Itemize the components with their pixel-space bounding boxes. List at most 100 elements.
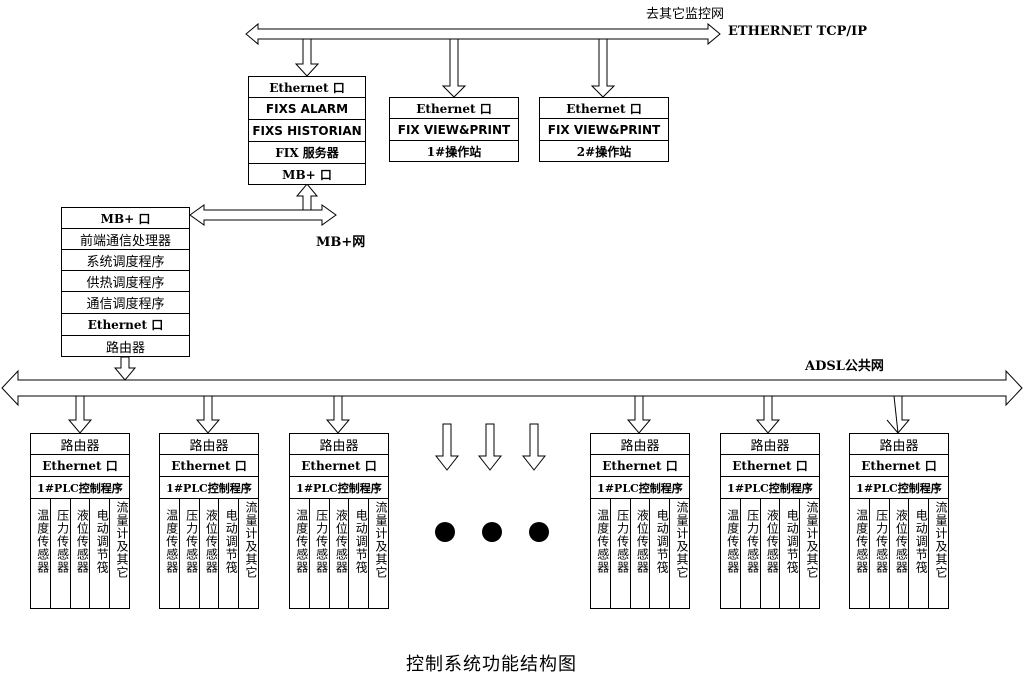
level-sensor: 液位传感器 <box>761 499 781 608</box>
level-sensor: 液位传感器 <box>330 499 350 608</box>
adsl-net-label: ADSL公共网 <box>805 359 884 374</box>
plc-unit-2: 路由器 Ethernet 口 1#PLC控制程序 温度传感器 压力传感器 液位传… <box>159 433 259 609</box>
temperature-sensor: 温度传感器 <box>290 499 310 608</box>
electric-valve: 电动调节筏 <box>780 499 801 608</box>
station1-label: 1#操作站 <box>426 145 482 159</box>
unit3-drop-arrow <box>325 395 351 434</box>
station2-drop-arrow <box>590 38 616 98</box>
pressure-sensor: 压力传感器 <box>180 499 200 608</box>
plc6-router: 路由器 <box>850 434 948 455</box>
top-net-protocol-label: ETHERNET TCP/IP <box>728 24 867 39</box>
plc4-program: 1#PLC控制程序 <box>591 477 689 499</box>
plc3-router: 路由器 <box>290 434 388 455</box>
server-fixs-historian: FIXS HISTORIAN <box>249 120 365 142</box>
frontend-router: 路由器 <box>105 341 145 356</box>
mbplus-net-label: MB+网 <box>316 235 366 250</box>
frontend-mbplus-port: MB+ 口 <box>62 208 189 229</box>
flowmeter-other: 流量计及其它 <box>933 501 948 579</box>
plc-unit-5: 路由器 Ethernet 口 1#PLC控制程序 温度传感器 压力传感器 液位传… <box>720 433 820 609</box>
unit2-drop-arrow <box>195 395 221 434</box>
station2-fix-view-print: FIX VIEW&PRINT <box>540 119 668 141</box>
level-sensor: 液位传感器 <box>200 499 220 608</box>
plc1-ethernet-port: Ethernet 口 <box>31 455 129 477</box>
frontend-comm-processor: 前端通信处理器 <box>62 229 189 250</box>
more-arrow-3 <box>521 423 547 471</box>
adsl-bus-arrow <box>1 369 1023 407</box>
fix-server-box: Ethernet 口 FIXS ALARM FIXS HISTORIAN FIX… <box>248 76 366 185</box>
plc1-router: 路由器 <box>31 434 129 455</box>
electric-valve: 电动调节筏 <box>650 499 671 608</box>
electric-valve: 电动调节筏 <box>349 499 370 608</box>
plc1-sensors: 温度传感器 压力传感器 液位传感器 电动调节筏 流量计及其它 <box>31 499 129 608</box>
unit4-drop-arrow <box>626 395 652 434</box>
pressure-sensor: 压力传感器 <box>741 499 761 608</box>
plc-unit-4: 路由器 Ethernet 口 1#PLC控制程序 温度传感器 压力传感器 液位传… <box>590 433 690 609</box>
unit6-drop-arrow <box>886 395 911 435</box>
ellipsis-dot-1 <box>435 522 455 542</box>
plc6-ethernet-port: Ethernet 口 <box>850 455 948 477</box>
station2-ethernet-port: Ethernet 口 <box>540 98 668 119</box>
plc3-ethernet-port: Ethernet 口 <box>290 455 388 477</box>
electric-valve: 电动调节筏 <box>90 499 111 608</box>
unit5-drop-arrow <box>755 395 781 434</box>
plc5-program: 1#PLC控制程序 <box>721 477 819 499</box>
flowmeter-other: 流量计及其它 <box>243 501 258 579</box>
mbplus-bus-arrow <box>189 204 337 226</box>
server-drop-arrow <box>294 38 320 77</box>
station1-ethernet-port: Ethernet 口 <box>390 98 518 119</box>
level-sensor: 液位传感器 <box>631 499 651 608</box>
top-net-destination-label: 去其它监控网 <box>646 7 725 22</box>
frontend-heating-scheduler: 供热调度程序 <box>62 271 189 292</box>
frontend-ethernet-port: Ethernet 口 <box>62 314 189 336</box>
operator-station-1-box: Ethernet 口 FIX VIEW&PRINT 1#操作站 <box>389 97 519 162</box>
plc2-program: 1#PLC控制程序 <box>160 477 258 499</box>
plc4-router: 路由器 <box>591 434 689 455</box>
flowmeter-other: 流量计及其它 <box>114 501 129 579</box>
plc3-program: 1#PLC控制程序 <box>290 477 388 499</box>
server-mbplus-arrow <box>295 183 319 211</box>
temperature-sensor: 温度传感器 <box>31 499 51 608</box>
server-fixs-alarm: FIXS ALARM <box>249 98 365 120</box>
station2-label: 2#操作站 <box>576 145 632 159</box>
router-down-arrow <box>113 356 137 381</box>
plc1-program: 1#PLC控制程序 <box>31 477 129 499</box>
plc5-ethernet-port: Ethernet 口 <box>721 455 819 477</box>
plc2-sensors: 温度传感器 压力传感器 液位传感器 电动调节筏 流量计及其它 <box>160 499 258 608</box>
plc3-sensors: 温度传感器 压力传感器 液位传感器 电动调节筏 流量计及其它 <box>290 499 388 608</box>
server-fix-server: FIX 服务器 <box>249 142 365 164</box>
plc-unit-1: 路由器 Ethernet 口 1#PLC控制程序 温度传感器 压力传感器 液位传… <box>30 433 130 609</box>
pressure-sensor: 压力传感器 <box>310 499 330 608</box>
ellipsis-dot-3 <box>529 522 549 542</box>
temperature-sensor: 温度传感器 <box>591 499 611 608</box>
frontend-comm-scheduler: 通信调度程序 <box>62 292 189 314</box>
plc6-sensors: 温度传感器 压力传感器 液位传感器 电动调节筏 流量计及其它 <box>850 499 948 608</box>
station1-drop-arrow <box>441 38 467 98</box>
temperature-sensor: 温度传感器 <box>721 499 741 608</box>
flowmeter-other: 流量计及其它 <box>373 501 388 579</box>
more-arrow-2 <box>477 423 503 471</box>
plc-unit-6: 路由器 Ethernet 口 1#PLC控制程序 温度传感器 压力传感器 液位传… <box>849 433 949 609</box>
ellipsis-dot-2 <box>482 522 502 542</box>
frontend-processor-box: MB+ 口 前端通信处理器 系统调度程序 供热调度程序 通信调度程序 Ether… <box>61 207 190 357</box>
diagram-caption: 控制系统功能结构图 <box>406 654 577 675</box>
flowmeter-other: 流量计及其它 <box>674 501 689 579</box>
server-mbplus-port: MB+ 口 <box>282 168 332 182</box>
more-arrow-1 <box>434 423 460 471</box>
electric-valve: 电动调节筏 <box>909 499 930 608</box>
flowmeter-other: 流量计及其它 <box>804 501 819 579</box>
plc5-router: 路由器 <box>721 434 819 455</box>
server-ethernet-port: Ethernet 口 <box>249 77 365 98</box>
electric-valve: 电动调节筏 <box>219 499 240 608</box>
operator-station-2-box: Ethernet 口 FIX VIEW&PRINT 2#操作站 <box>539 97 669 162</box>
plc-unit-3: 路由器 Ethernet 口 1#PLC控制程序 温度传感器 压力传感器 液位传… <box>289 433 389 609</box>
frontend-system-scheduler: 系统调度程序 <box>62 250 189 271</box>
temperature-sensor: 温度传感器 <box>850 499 870 608</box>
plc2-ethernet-port: Ethernet 口 <box>160 455 258 477</box>
plc2-router: 路由器 <box>160 434 258 455</box>
plc6-program: 1#PLC控制程序 <box>850 477 948 499</box>
plc5-sensors: 温度传感器 压力传感器 液位传感器 电动调节筏 流量计及其它 <box>721 499 819 608</box>
level-sensor: 液位传感器 <box>71 499 91 608</box>
ethernet-bus-arrow <box>245 22 721 46</box>
plc4-ethernet-port: Ethernet 口 <box>591 455 689 477</box>
